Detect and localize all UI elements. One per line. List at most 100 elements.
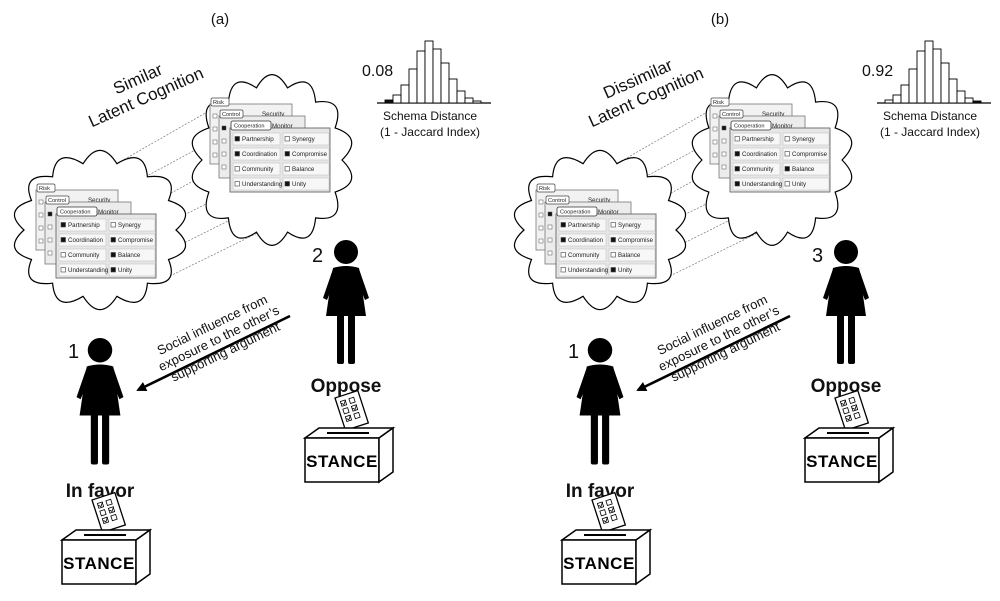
card-item-label: Compromise — [118, 237, 154, 244]
card-item-label: Unity — [118, 267, 133, 274]
ballot-paper-icon — [591, 491, 627, 534]
person-right-figure — [823, 240, 869, 364]
card-item-label: Understanding — [568, 267, 609, 274]
card-item-label: Unity — [292, 181, 307, 188]
person-left-stance: In favor — [66, 481, 135, 502]
card-tag-cooperation: Cooperation — [234, 124, 264, 130]
card-item-label: Balance — [618, 252, 641, 259]
unchecked-box-icon — [734, 136, 740, 142]
histogram-bar — [948, 78, 958, 104]
ballot-stance-label: STANCE — [306, 452, 378, 471]
histogram-bar — [964, 97, 974, 104]
card-item-label: Unity — [618, 267, 633, 274]
unchecked-box-icon — [560, 267, 566, 273]
schema-distance-value: 0.08 — [362, 63, 393, 80]
checked-box-icon — [60, 222, 66, 228]
card-item-label: Unity — [792, 181, 807, 188]
histogram-bar — [392, 94, 402, 104]
histogram-caption-2: (1 - Jaccard Index) — [380, 125, 480, 139]
checked-box-icon — [60, 237, 66, 243]
person-left-number: 1 — [68, 341, 79, 363]
checked-box-icon — [734, 181, 740, 187]
ballot-paper-icon — [91, 491, 127, 534]
checked-box-icon — [284, 151, 290, 157]
person-left-stance: In favor — [566, 481, 635, 502]
card-item-label: Compromise — [618, 237, 654, 244]
unchecked-box-icon — [610, 222, 616, 228]
histogram-bar — [432, 48, 442, 104]
unchecked-box-icon — [610, 252, 616, 258]
card-tag-cooperation: Cooperation — [560, 210, 590, 216]
card-peek-label: Security — [262, 111, 285, 118]
card-peek-label: Monitor — [98, 209, 119, 216]
person-right-number: 3 — [812, 245, 823, 267]
panel-label: (a) — [211, 11, 229, 28]
unchecked-box-icon — [784, 136, 790, 142]
histogram-caption-1: Schema Distance — [383, 109, 477, 123]
unchecked-box-icon — [234, 166, 240, 172]
card-tag-control: Control — [48, 198, 66, 204]
histogram-bar — [916, 50, 926, 104]
card-item-label: Understanding — [68, 267, 109, 274]
checked-box-icon — [234, 136, 240, 142]
card-tag-risk: Risk — [213, 100, 224, 106]
person-right-stance: Oppose — [811, 376, 882, 397]
card-tag-control: Control — [722, 112, 740, 118]
schema-distance-histogram — [377, 40, 491, 104]
person-left-figure — [576, 338, 624, 465]
cloud-right: RiskSecurityControlMonitorCooperationPar… — [691, 74, 853, 246]
card-item-label: Compromise — [292, 151, 328, 158]
card-tag-risk: Risk — [39, 186, 50, 192]
histogram-bar — [400, 84, 410, 104]
histogram-bar — [884, 99, 894, 104]
person-left-figure — [76, 338, 124, 465]
influence-arrow — [136, 314, 291, 392]
unchecked-box-icon — [234, 181, 240, 187]
card-item-label: Synergy — [292, 136, 316, 143]
unchecked-box-icon — [60, 267, 66, 273]
histogram-bar — [924, 40, 934, 104]
card-item-label: Coordination — [742, 151, 778, 158]
checked-box-icon — [734, 151, 740, 157]
card-item-label: Coordination — [68, 237, 104, 244]
card-peek-label: Monitor — [772, 123, 793, 130]
checked-box-icon — [610, 267, 616, 273]
unchecked-box-icon — [784, 151, 790, 157]
person-left-number: 1 — [568, 341, 579, 363]
card-item-label: Community — [742, 166, 774, 173]
cloud-left: RiskSecurityControlMonitorCooperationPar… — [514, 149, 686, 311]
person-right-stance: Oppose — [311, 376, 382, 397]
checked-box-icon — [560, 237, 566, 243]
ballot-paper-icon — [334, 389, 370, 432]
panel-label: (b) — [711, 11, 729, 28]
card-item-label: Community — [68, 252, 100, 259]
card-item-label: Partnership — [568, 222, 600, 229]
influence-arrow — [636, 314, 791, 392]
ballot-stance-label: STANCE — [63, 554, 135, 573]
histogram-bar — [908, 68, 918, 104]
checked-box-icon — [110, 237, 116, 243]
unchecked-box-icon — [284, 136, 290, 142]
card-item-label: Partnership — [68, 222, 100, 229]
histogram-bar — [416, 50, 426, 104]
card-tag-cooperation: Cooperation — [60, 210, 90, 216]
card-item-label: Balance — [792, 166, 815, 173]
card-item-label: Community — [568, 252, 600, 259]
card-peek-label: Security — [88, 197, 111, 204]
histogram-bar — [440, 62, 450, 104]
checked-box-icon — [234, 151, 240, 157]
ballot-stance-label: STANCE — [806, 452, 878, 471]
histogram-bar — [900, 84, 910, 104]
histogram-bar — [472, 100, 482, 104]
card-item-label: Synergy — [118, 222, 142, 229]
histogram-bar — [408, 68, 418, 104]
card-item-label: Balance — [292, 166, 315, 173]
ballot-box-right: STANCE — [802, 389, 896, 484]
card-item-label: Compromise — [792, 151, 828, 158]
